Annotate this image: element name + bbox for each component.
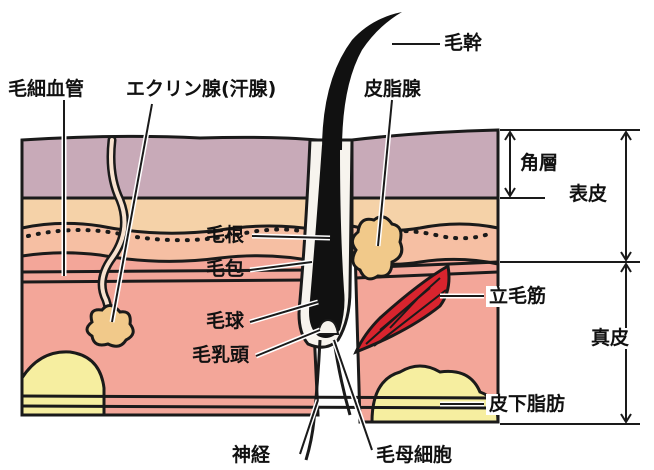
label-sebaceous-gland: 皮脂腺 — [364, 78, 422, 100]
label-epidermis: 表皮 — [566, 184, 611, 205]
label-hair-matrix-cell: 毛母細胞 — [376, 444, 453, 466]
hypodermis-line-upper — [21, 394, 499, 400]
label-nerve: 神経 — [232, 444, 271, 466]
label-hair-shaft: 毛幹 — [444, 32, 483, 54]
hypodermis-line-lower — [21, 404, 499, 410]
basement-dots-left — [26, 227, 314, 243]
label-eccrine-gland: エクリン腺(汗腺) — [126, 78, 277, 100]
label-arrector-pili: 立毛筋 — [486, 286, 550, 307]
label-stratum-corneum: 角層 — [520, 152, 559, 174]
label-subcutaneous-fat: 皮下脂肪 — [486, 394, 569, 415]
label-hair-follicle: 毛包 — [206, 258, 245, 280]
label-dermal-papilla: 毛乳頭 — [192, 344, 250, 366]
subcutaneous-fat-left — [20, 350, 106, 417]
leader-lines — [63, 43, 484, 455]
label-hair-root: 毛根 — [206, 224, 245, 246]
label-capillary: 毛細血管 — [8, 78, 85, 100]
stratum-corneum-left — [20, 134, 320, 200]
arrector-pili-fibers — [365, 277, 447, 347]
corneum-arrowheads — [504, 130, 516, 198]
dermal-papilla — [316, 318, 340, 335]
hair-root — [309, 145, 345, 338]
basement-dots-right — [354, 229, 496, 241]
skin-block-left — [20, 134, 320, 417]
eccrine-gland-coil — [85, 304, 135, 348]
hair-shaft — [322, 12, 402, 150]
label-hair-bulb: 毛球 — [206, 310, 245, 332]
arrector-pili-muscle — [353, 263, 451, 355]
capillary-line-2 — [21, 278, 311, 284]
stratum-corneum-right — [350, 128, 500, 200]
label-dermis: 真皮 — [588, 328, 633, 349]
dermis-arrowheads — [620, 262, 632, 424]
epidermis-arrowheads — [620, 130, 632, 262]
